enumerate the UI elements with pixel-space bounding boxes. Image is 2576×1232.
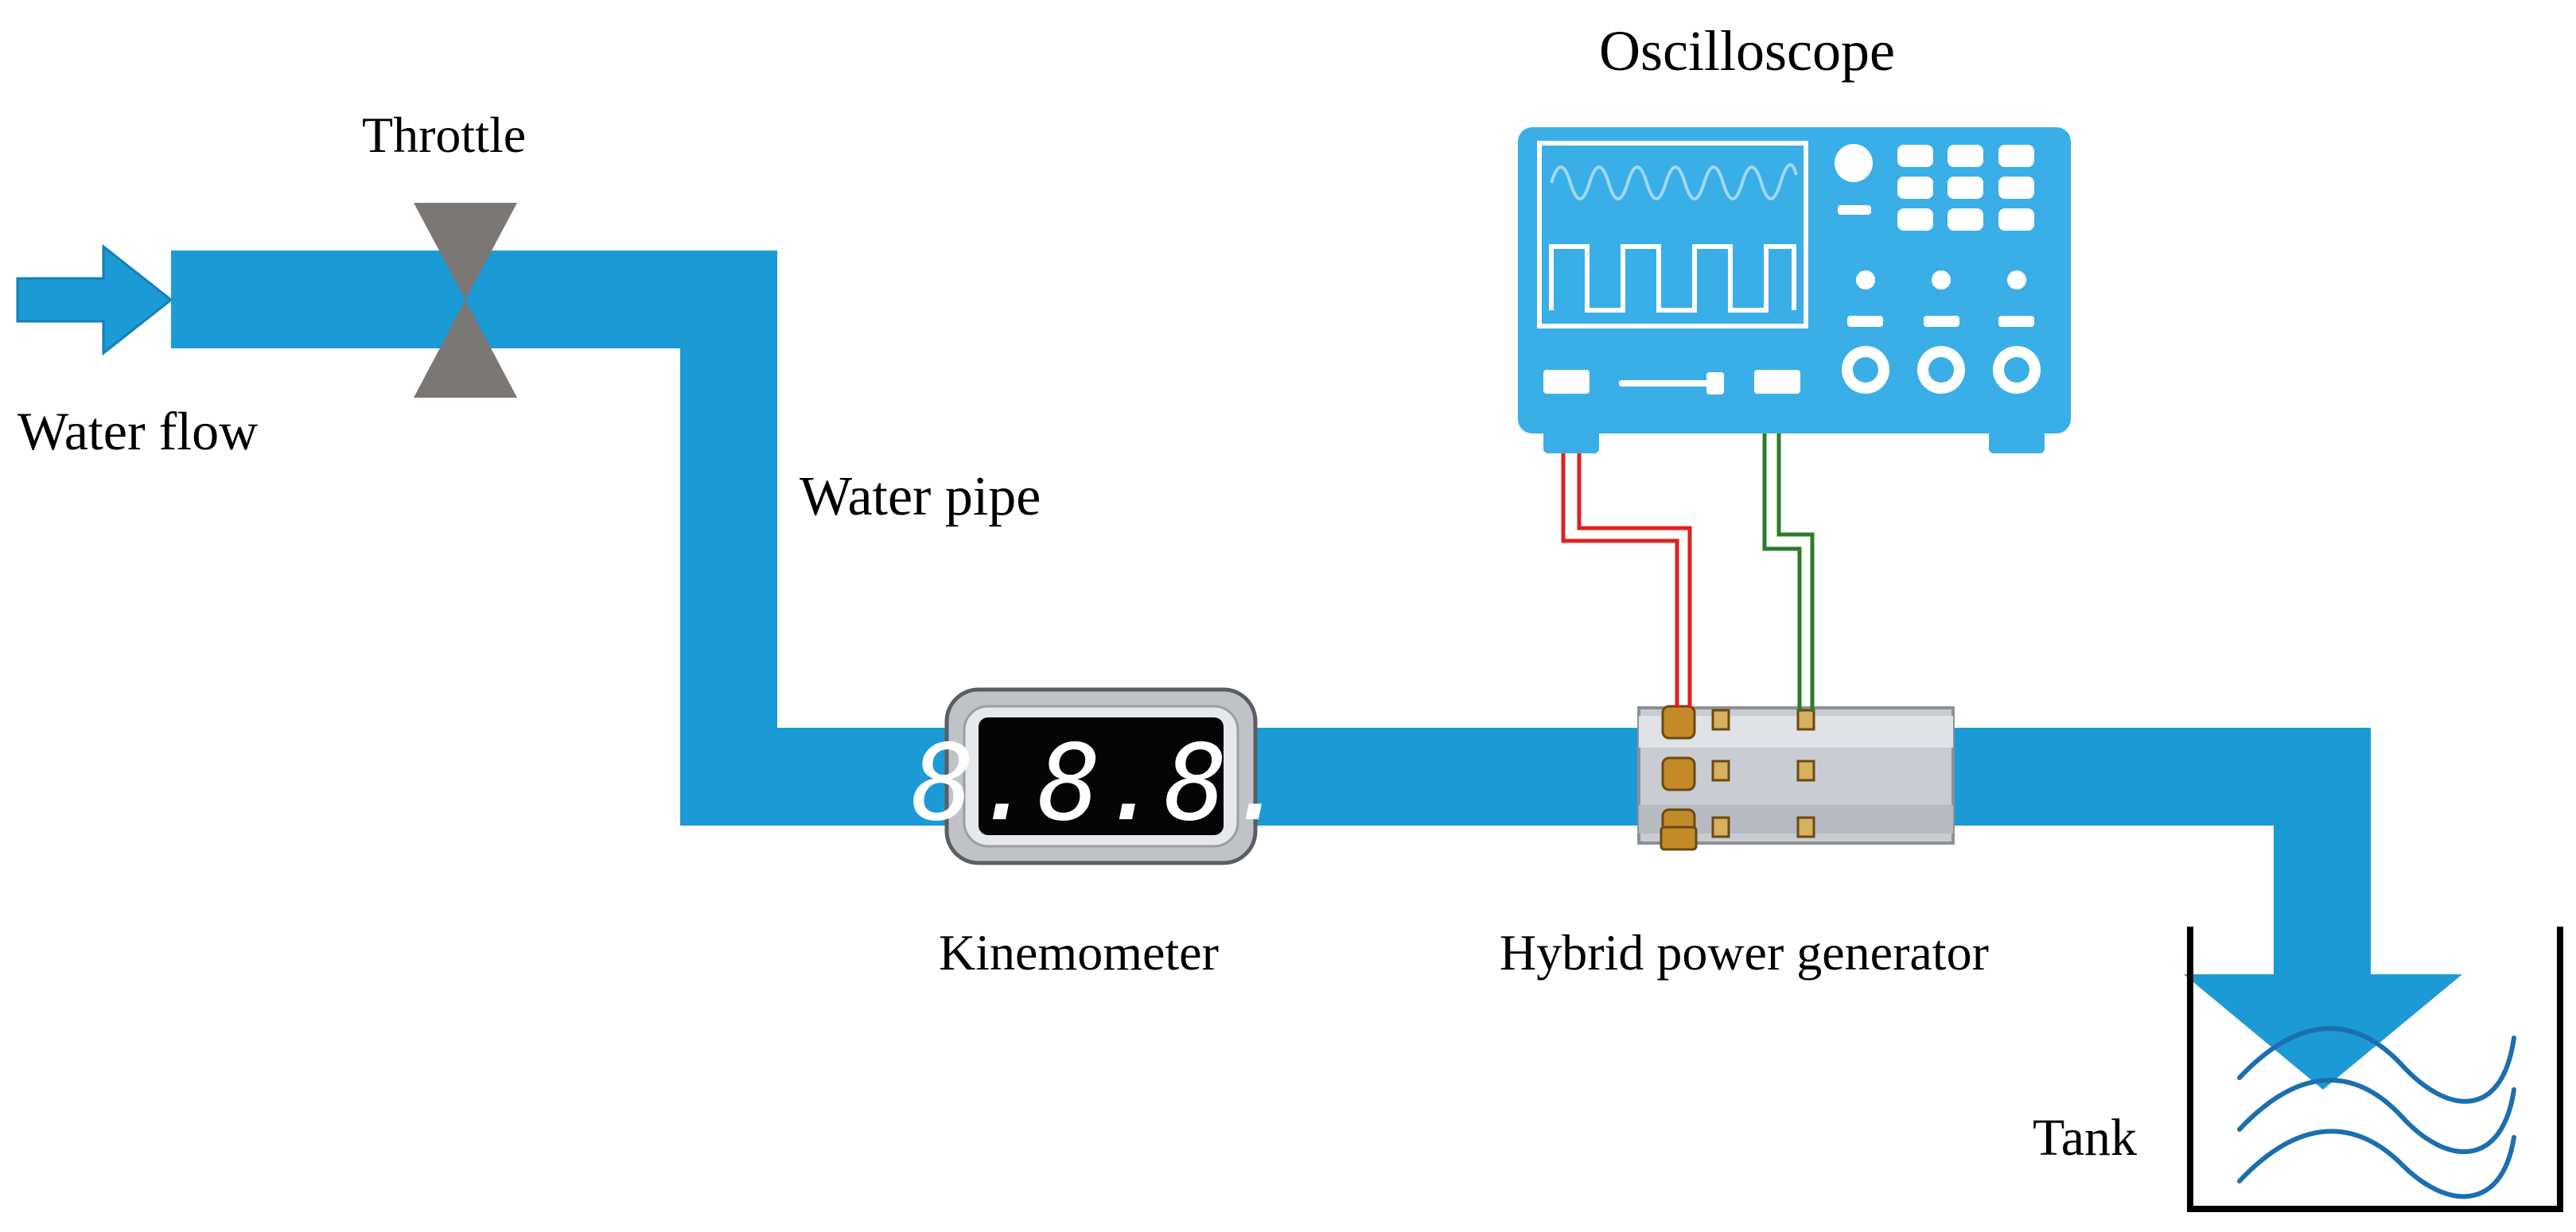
oscilloscope-label: Oscilloscope bbox=[1599, 19, 1895, 83]
terminal-contacts bbox=[1660, 705, 1815, 851]
green-wire bbox=[1762, 383, 1815, 712]
kinemometer: 8.8.8. bbox=[912, 687, 1291, 865]
wave-icon bbox=[2237, 1026, 2516, 1199]
knob-centers bbox=[1853, 357, 2029, 383]
hybrid-generator bbox=[1637, 705, 1955, 851]
kinemometer-display: 8.8.8. bbox=[912, 722, 1291, 845]
oscilloscope-screen bbox=[1537, 141, 1808, 328]
water-flow-label: Water flow bbox=[18, 401, 259, 461]
valve-icon bbox=[414, 203, 517, 398]
hybrid-generator-label: Hybrid power generator bbox=[1500, 924, 1989, 981]
tank-label: Tank bbox=[2033, 1109, 2138, 1167]
right-arrow-icon bbox=[16, 243, 173, 356]
water-pipe bbox=[171, 251, 2462, 1090]
oscilloscope bbox=[1518, 127, 2071, 453]
red-wire bbox=[1561, 383, 1692, 708]
oscilloscope-ports bbox=[1543, 370, 1800, 394]
water-pipe-label: Water pipe bbox=[800, 466, 1041, 527]
kinemometer-label: Kinemometer bbox=[939, 924, 1219, 981]
throttle-label: Throttle bbox=[362, 107, 527, 163]
tank bbox=[2187, 927, 2563, 1212]
